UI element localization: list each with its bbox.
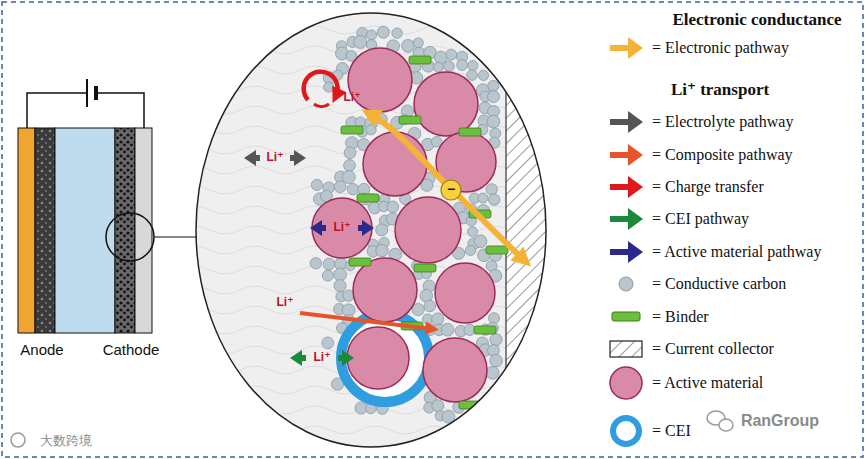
legend-text: = CEI: [652, 422, 691, 440]
part-label: Cathode: [103, 342, 160, 359]
magnified-cathode: [190, 10, 551, 450]
legend-swatch: [606, 234, 646, 270]
legend-swatch: [606, 201, 646, 237]
legend-text: = Binder: [652, 308, 709, 326]
legend-text: = Electronic pathway: [652, 39, 789, 57]
legend-heading: Electronic conductance: [672, 11, 841, 30]
battery-schematic: [18, 79, 196, 333]
legend-text: = Composite pathway: [652, 146, 793, 164]
electron-sign: −: [447, 182, 455, 197]
part-label: Anode: [20, 342, 63, 359]
legend-text: = Current collector: [652, 340, 774, 358]
legend-swatch: [606, 137, 646, 173]
legend-swatch: [606, 169, 646, 205]
legend-text: = Conductive carbon: [652, 275, 786, 293]
legend-text: = Charge transfer: [652, 178, 764, 196]
watermark: RanGroup: [741, 412, 819, 430]
legend-swatch: [606, 413, 646, 449]
ion-label: Li⁺: [277, 296, 294, 309]
ion-label: Li⁺: [267, 151, 284, 164]
ion-label: Li⁺: [314, 351, 331, 364]
legend-swatch: [606, 365, 646, 401]
legend-swatch: [606, 104, 646, 140]
ion-label: Li⁺: [344, 91, 361, 104]
legend-swatch: [606, 299, 646, 335]
legend-heading: Li⁺ transport: [671, 81, 769, 100]
legend-text: = CEI pathway: [652, 210, 749, 228]
legend-text: = Active material: [652, 374, 763, 392]
ion-label: Li⁺: [334, 221, 351, 234]
legend-text: = Active material pathway: [652, 243, 821, 261]
legend-text: = Electrolyte pathway: [652, 113, 793, 131]
legend-swatch: [606, 30, 646, 66]
legend-swatch: [606, 331, 646, 367]
legend-swatch: [606, 266, 646, 302]
watermark: 大数跨境: [40, 434, 92, 448]
